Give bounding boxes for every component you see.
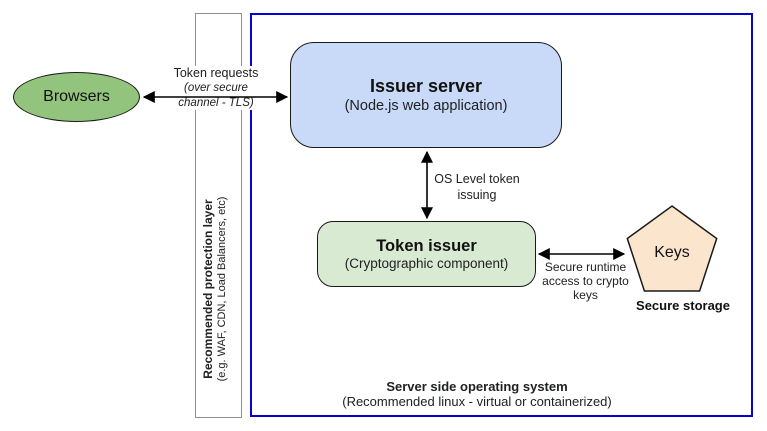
server-os-title: Server side operating system <box>386 379 568 394</box>
issuer-server-title: Issuer server <box>369 75 483 96</box>
server-os-boundary-box <box>250 13 753 417</box>
secure-runtime-edge-label: Secure runtime access to crypto keys <box>542 260 629 303</box>
issuer-server-subtitle: (Node.js web application) <box>344 98 508 115</box>
keys-label: Keys <box>654 244 690 261</box>
server-os-caption: Server side operating system (Recommende… <box>277 379 677 410</box>
token-requests-edge-label: Token requests (over secure channel - TL… <box>168 66 264 110</box>
token-issuer-title: Token issuer <box>376 236 477 255</box>
server-os-subtitle: (Recommended linux - virtual or containe… <box>342 394 612 410</box>
protection-layer-subtitle: (e.g. WAF, CDN, Load Balancers, etc) <box>216 196 228 382</box>
token-requests-label: Token requests <box>173 66 259 80</box>
secure-storage-caption: Secure storage <box>636 298 730 313</box>
token-issuer-subtitle: (Cryptographic component) <box>344 255 509 271</box>
token-requests-sublabel: (over secure channel - TLS) <box>178 82 254 109</box>
protection-layer-title: Recommended protection layer <box>201 199 215 379</box>
browsers-node: Browsers <box>13 72 140 122</box>
protection-layer-label: Recommended protection layer (e.g. WAF, … <box>201 192 237 386</box>
browsers-label: Browsers <box>43 88 110 105</box>
token-issuer-node: Token issuer (Cryptographic component) <box>317 221 536 287</box>
os-token-issuing-edge-label: OS Level token issuing <box>434 172 520 203</box>
issuer-server-node: Issuer server (Node.js web application) <box>290 42 562 148</box>
